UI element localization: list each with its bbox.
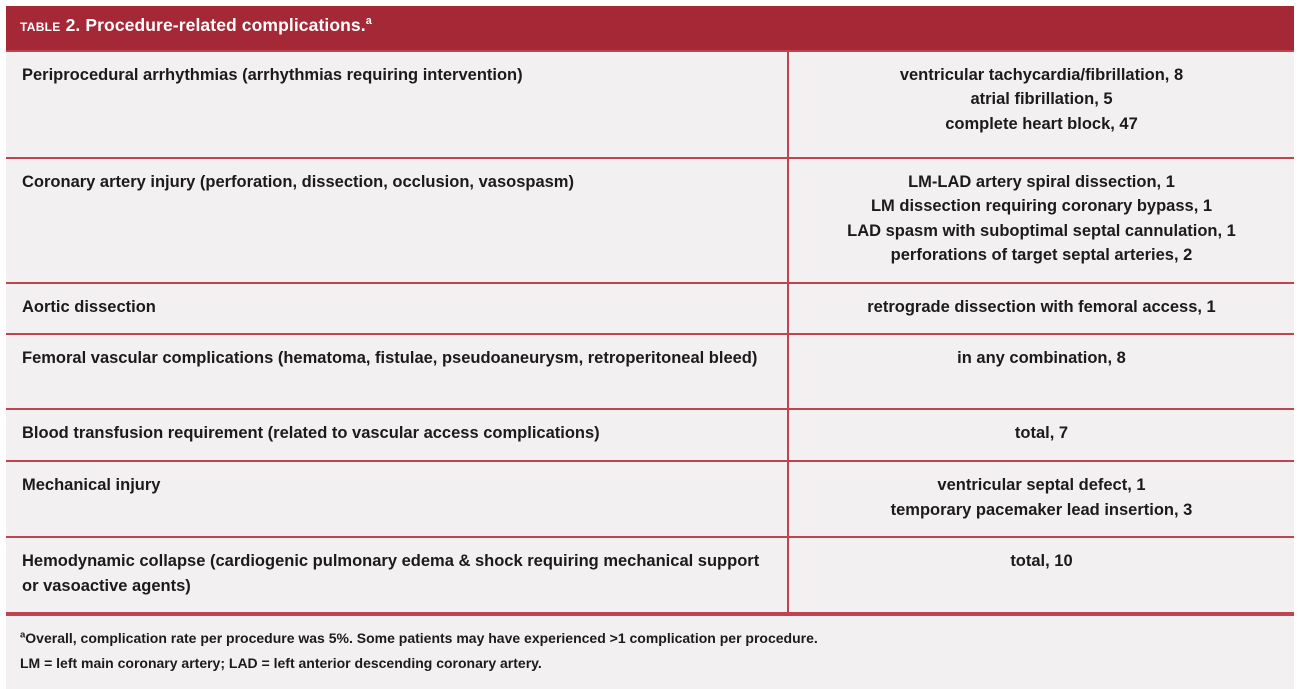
- complication-values: retrograde dissection with femoral acces…: [789, 284, 1294, 333]
- value-line: retrograde dissection with femoral acces…: [867, 297, 1216, 316]
- table-cell-value: total, 7: [788, 408, 1294, 463]
- complication-values: in any combination, 8: [789, 335, 1294, 408]
- table-row: Coronary artery injury (perforation, dis…: [6, 157, 1294, 284]
- table-caption-footnote-marker: a: [365, 15, 372, 28]
- complication-values: ventricular tachycardia/fibrillation, 8 …: [789, 52, 1294, 157]
- table-cell-value: total, 10: [788, 535, 1294, 615]
- value-line: LAD spasm with suboptimal septal cannula…: [847, 221, 1236, 240]
- table-cell-value: ventricular tachycardia/fibrillation, 8 …: [788, 50, 1294, 159]
- table-caption-number: 2.: [60, 15, 86, 35]
- table-caption: TABLE 2. Procedure-related complications…: [6, 6, 1294, 50]
- complication-label: Mechanical injury: [22, 476, 161, 495]
- complication-label: Coronary artery injury (perforation, dis…: [22, 173, 574, 191]
- value-line: LM dissection requiring coronary bypass,…: [870, 197, 1213, 216]
- table-cell-label: Aortic dissection: [6, 281, 789, 336]
- value-line: complete heart block, 47: [945, 114, 1138, 133]
- complication-label: Blood transfusion requirement (related t…: [22, 424, 600, 443]
- table-row: Periprocedural arrhythmias (arrhythmias …: [6, 50, 1294, 159]
- value-line: atrial fibrillation, 5: [970, 90, 1113, 109]
- complication-values: total, 10: [789, 538, 1294, 611]
- complication-label: Hemodynamic collapse (cardiogenic pulmon…: [22, 551, 760, 595]
- complication-label: Aortic dissection: [22, 297, 156, 316]
- table-cell-label: Mechanical injury: [6, 460, 789, 538]
- table-cell-label: Coronary artery injury (perforation, dis…: [6, 157, 789, 284]
- table-cell-value: retrograde dissection with femoral acces…: [788, 281, 1294, 336]
- value-line: total, 7: [1014, 424, 1069, 443]
- complication-label: Periprocedural arrhythmias (arrhythmias …: [22, 66, 523, 84]
- value-line: perforations of target septal arteries, …: [890, 246, 1193, 265]
- table-footnotes: aOverall, complication rate per procedur…: [6, 614, 1294, 689]
- footnote-text-1: Overall, complication rate per procedure…: [25, 630, 818, 647]
- table-body: Periprocedural arrhythmias (arrhythmias …: [6, 50, 1294, 615]
- complication-values: ventricular septal defect, 1 temporary p…: [789, 462, 1294, 536]
- table-cell-label: Periprocedural arrhythmias (arrhythmias …: [6, 50, 789, 159]
- table-2-container: TABLE 2. Procedure-related complications…: [6, 6, 1294, 689]
- table-row: Femoral vascular complications (hematoma…: [6, 333, 1294, 411]
- table-row: Hemodynamic collapse (cardiogenic pulmon…: [6, 535, 1294, 615]
- table-cell-label: Femoral vascular complications (hematoma…: [6, 333, 789, 411]
- value-line: LM-LAD artery spiral dissection, 1: [908, 173, 1175, 191]
- table-cell-value: ventricular septal defect, 1 temporary p…: [788, 460, 1294, 538]
- complications-table: Periprocedural arrhythmias (arrhythmias …: [6, 50, 1294, 615]
- complication-values: LM-LAD artery spiral dissection, 1 LM di…: [789, 159, 1294, 282]
- value-line: total, 10: [1010, 551, 1073, 570]
- footnote-line-1: aOverall, complication rate per procedur…: [20, 626, 1280, 650]
- table-row: Blood transfusion requirement (related t…: [6, 408, 1294, 463]
- value-line: ventricular tachycardia/fibrillation, 8: [899, 66, 1184, 84]
- table-cell-value: in any combination, 8: [788, 333, 1294, 411]
- table-cell-value: LM-LAD artery spiral dissection, 1 LM di…: [788, 157, 1294, 284]
- value-line: ventricular septal defect, 1: [937, 476, 1146, 495]
- complication-label: Femoral vascular complications (hematoma…: [22, 349, 758, 368]
- footnote-line-2: LM = left main coronary artery; LAD = le…: [20, 654, 542, 671]
- value-line: temporary pacemaker lead insertion, 3: [890, 500, 1193, 519]
- table-caption-label: TABLE: [20, 15, 61, 35]
- table-row: Aortic dissection retrograde dissection …: [6, 281, 1294, 336]
- table-cell-label: Hemodynamic collapse (cardiogenic pulmon…: [6, 535, 789, 615]
- table-cell-label: Blood transfusion requirement (related t…: [6, 408, 789, 463]
- table-caption-title: Procedure-related complications.: [85, 15, 366, 35]
- table-row: Mechanical injury ventricular septal def…: [6, 460, 1294, 538]
- complication-values: total, 7: [789, 410, 1294, 459]
- value-line: in any combination, 8: [957, 349, 1126, 368]
